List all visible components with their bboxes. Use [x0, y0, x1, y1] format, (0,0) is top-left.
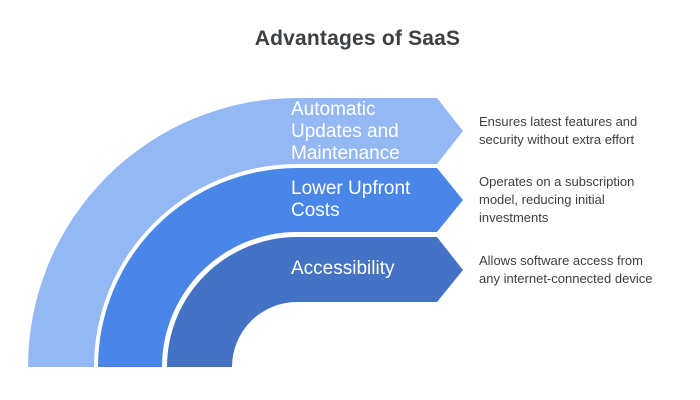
band-description-automatic-updates: Ensures latest features and security wit… — [479, 113, 679, 149]
band-description-line: Operates on a subscription — [479, 174, 635, 189]
band-label-automatic-updates: Automatic Updates and Maintenance — [291, 99, 451, 165]
band-lower-upfront-costs-shape — [98, 168, 463, 367]
band-description-line: Ensures latest features and — [479, 114, 638, 129]
band-label-line: Maintenance — [291, 143, 400, 164]
page-title: Advantages of SaaS — [254, 27, 461, 50]
band-label-accessibility: Accessibility — [291, 258, 451, 280]
band-description-line: Allows software access from — [479, 253, 643, 268]
band-accessibility-shape — [167, 237, 463, 367]
band-label-line: Lower Upfront — [291, 178, 411, 199]
band-description-line: any internet-connected device — [479, 271, 653, 286]
band-label-line: Costs — [291, 200, 340, 221]
band-automatic-updates-shape — [28, 98, 463, 367]
band-description-accessibility: Allows software access from any internet… — [479, 252, 679, 288]
band-label-line: Updates and — [291, 121, 399, 142]
band-label-lower-upfront-costs: Lower Upfront Costs — [291, 178, 451, 222]
band-label-line: Automatic — [291, 99, 376, 120]
band-description-line: model, reducing initial — [479, 192, 605, 207]
band-label-line: Accessibility — [291, 258, 395, 279]
band-description-line: security without extra effort — [479, 132, 635, 147]
band-description-line: investments — [479, 210, 549, 225]
band-description-lower-upfront-costs: Operates on a subscription model, reduci… — [479, 173, 679, 227]
